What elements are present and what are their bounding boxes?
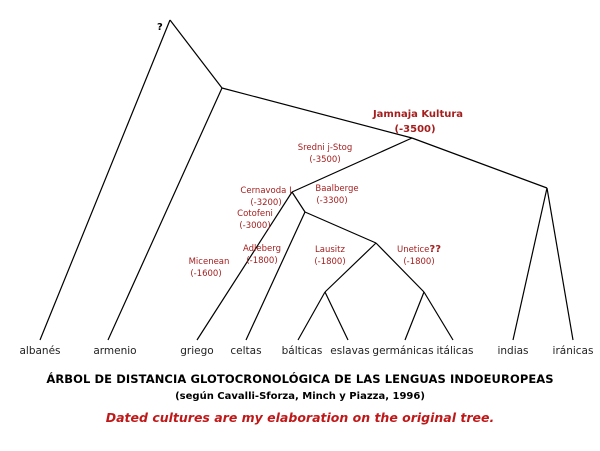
edge-italogermanic-italicas [423,291,454,341]
edge-node3-griego [196,191,293,341]
caption-source: (según Cavalli-Sforza, Minch y Piazza, 1… [175,391,425,402]
tree-edges [39,19,574,341]
culture-sredni-name: Sredni j-Stog [298,143,353,153]
culture-labels: Jamnaja Kultura (-3500) Sredni j-Stog (-… [189,109,463,279]
edge-node5-balticoslavic [324,242,377,293]
culture-cotofeni-date: (-3000) [239,221,270,231]
leaf-celtas: celtas [230,345,261,357]
edge-node1-node2 [221,87,413,139]
culture-unetice-name: Unetice [397,245,429,255]
culture-adleberg-date: (-1800) [246,256,277,266]
caption-title: ÁRBOL DE DISTANCIA GLOTOCRONOLÓGICA DE L… [46,372,554,386]
leaf-eslavas: eslavas [330,345,369,357]
edge-indoiran-iranicas [546,187,574,341]
leaf-germanicas: germánicas [372,345,433,357]
caption-note: Dated cultures are my elaboration on the… [105,410,495,425]
culture-cernavoda-date: (-3200) [250,198,281,208]
leaf-labels: albanés armenio griego celtas bálticas e… [19,345,593,357]
leaf-albanes: albanés [19,345,60,357]
culture-sredni-date: (-3500) [309,155,340,165]
edge-node2-indoiran [411,137,548,189]
edge-balticoslavic-balticas [297,291,326,341]
edge-node4-celtas [245,211,306,341]
culture-baalberge-name: Baalberge [315,184,358,194]
culture-baalberge-date: (-3300) [316,196,347,206]
edge-indoiran-indias [512,187,548,341]
culture-jamnaja-name: Jamnaja Kultura [372,109,463,120]
culture-unetice-date: (-1800) [403,257,434,267]
leaf-italicas: itálicas [437,345,474,357]
leaf-iranicas: iránicas [553,345,594,357]
culture-micenean-name: Micenean [189,257,230,267]
culture-micenean-date: (-1600) [190,269,221,279]
edge-node5-italogermanic [375,242,425,293]
culture-adleberg-name: Adleberg [243,244,281,254]
culture-lausitz-date: (-1800) [314,257,345,267]
culture-cotofeni-name: Cotofeni [237,209,273,219]
leaf-griego: griego [180,345,213,357]
culture-unetice-name-line: Unetice?? [397,244,441,255]
edge-root-albanes [39,19,171,341]
edge-node2-node3 [291,137,413,193]
leaf-indias: indias [497,345,528,357]
leaf-balticas: bálticas [282,345,323,357]
edge-node4-node5 [304,211,377,244]
leaf-armenio: armenio [93,345,136,357]
root-label: ? [157,22,163,33]
edge-italogermanic-germanicas [404,291,425,341]
culture-cernavoda-name: Cernavoda I [240,186,291,196]
edge-balticoslavic-eslavas [324,291,349,341]
culture-unetice-marks: ?? [429,244,441,255]
edge-root-node1 [169,19,223,89]
culture-lausitz-name: Lausitz [315,245,345,255]
edge-node3-node4 [291,191,306,213]
culture-jamnaja-date: (-3500) [394,124,435,135]
edge-node1-armenio [107,87,223,341]
